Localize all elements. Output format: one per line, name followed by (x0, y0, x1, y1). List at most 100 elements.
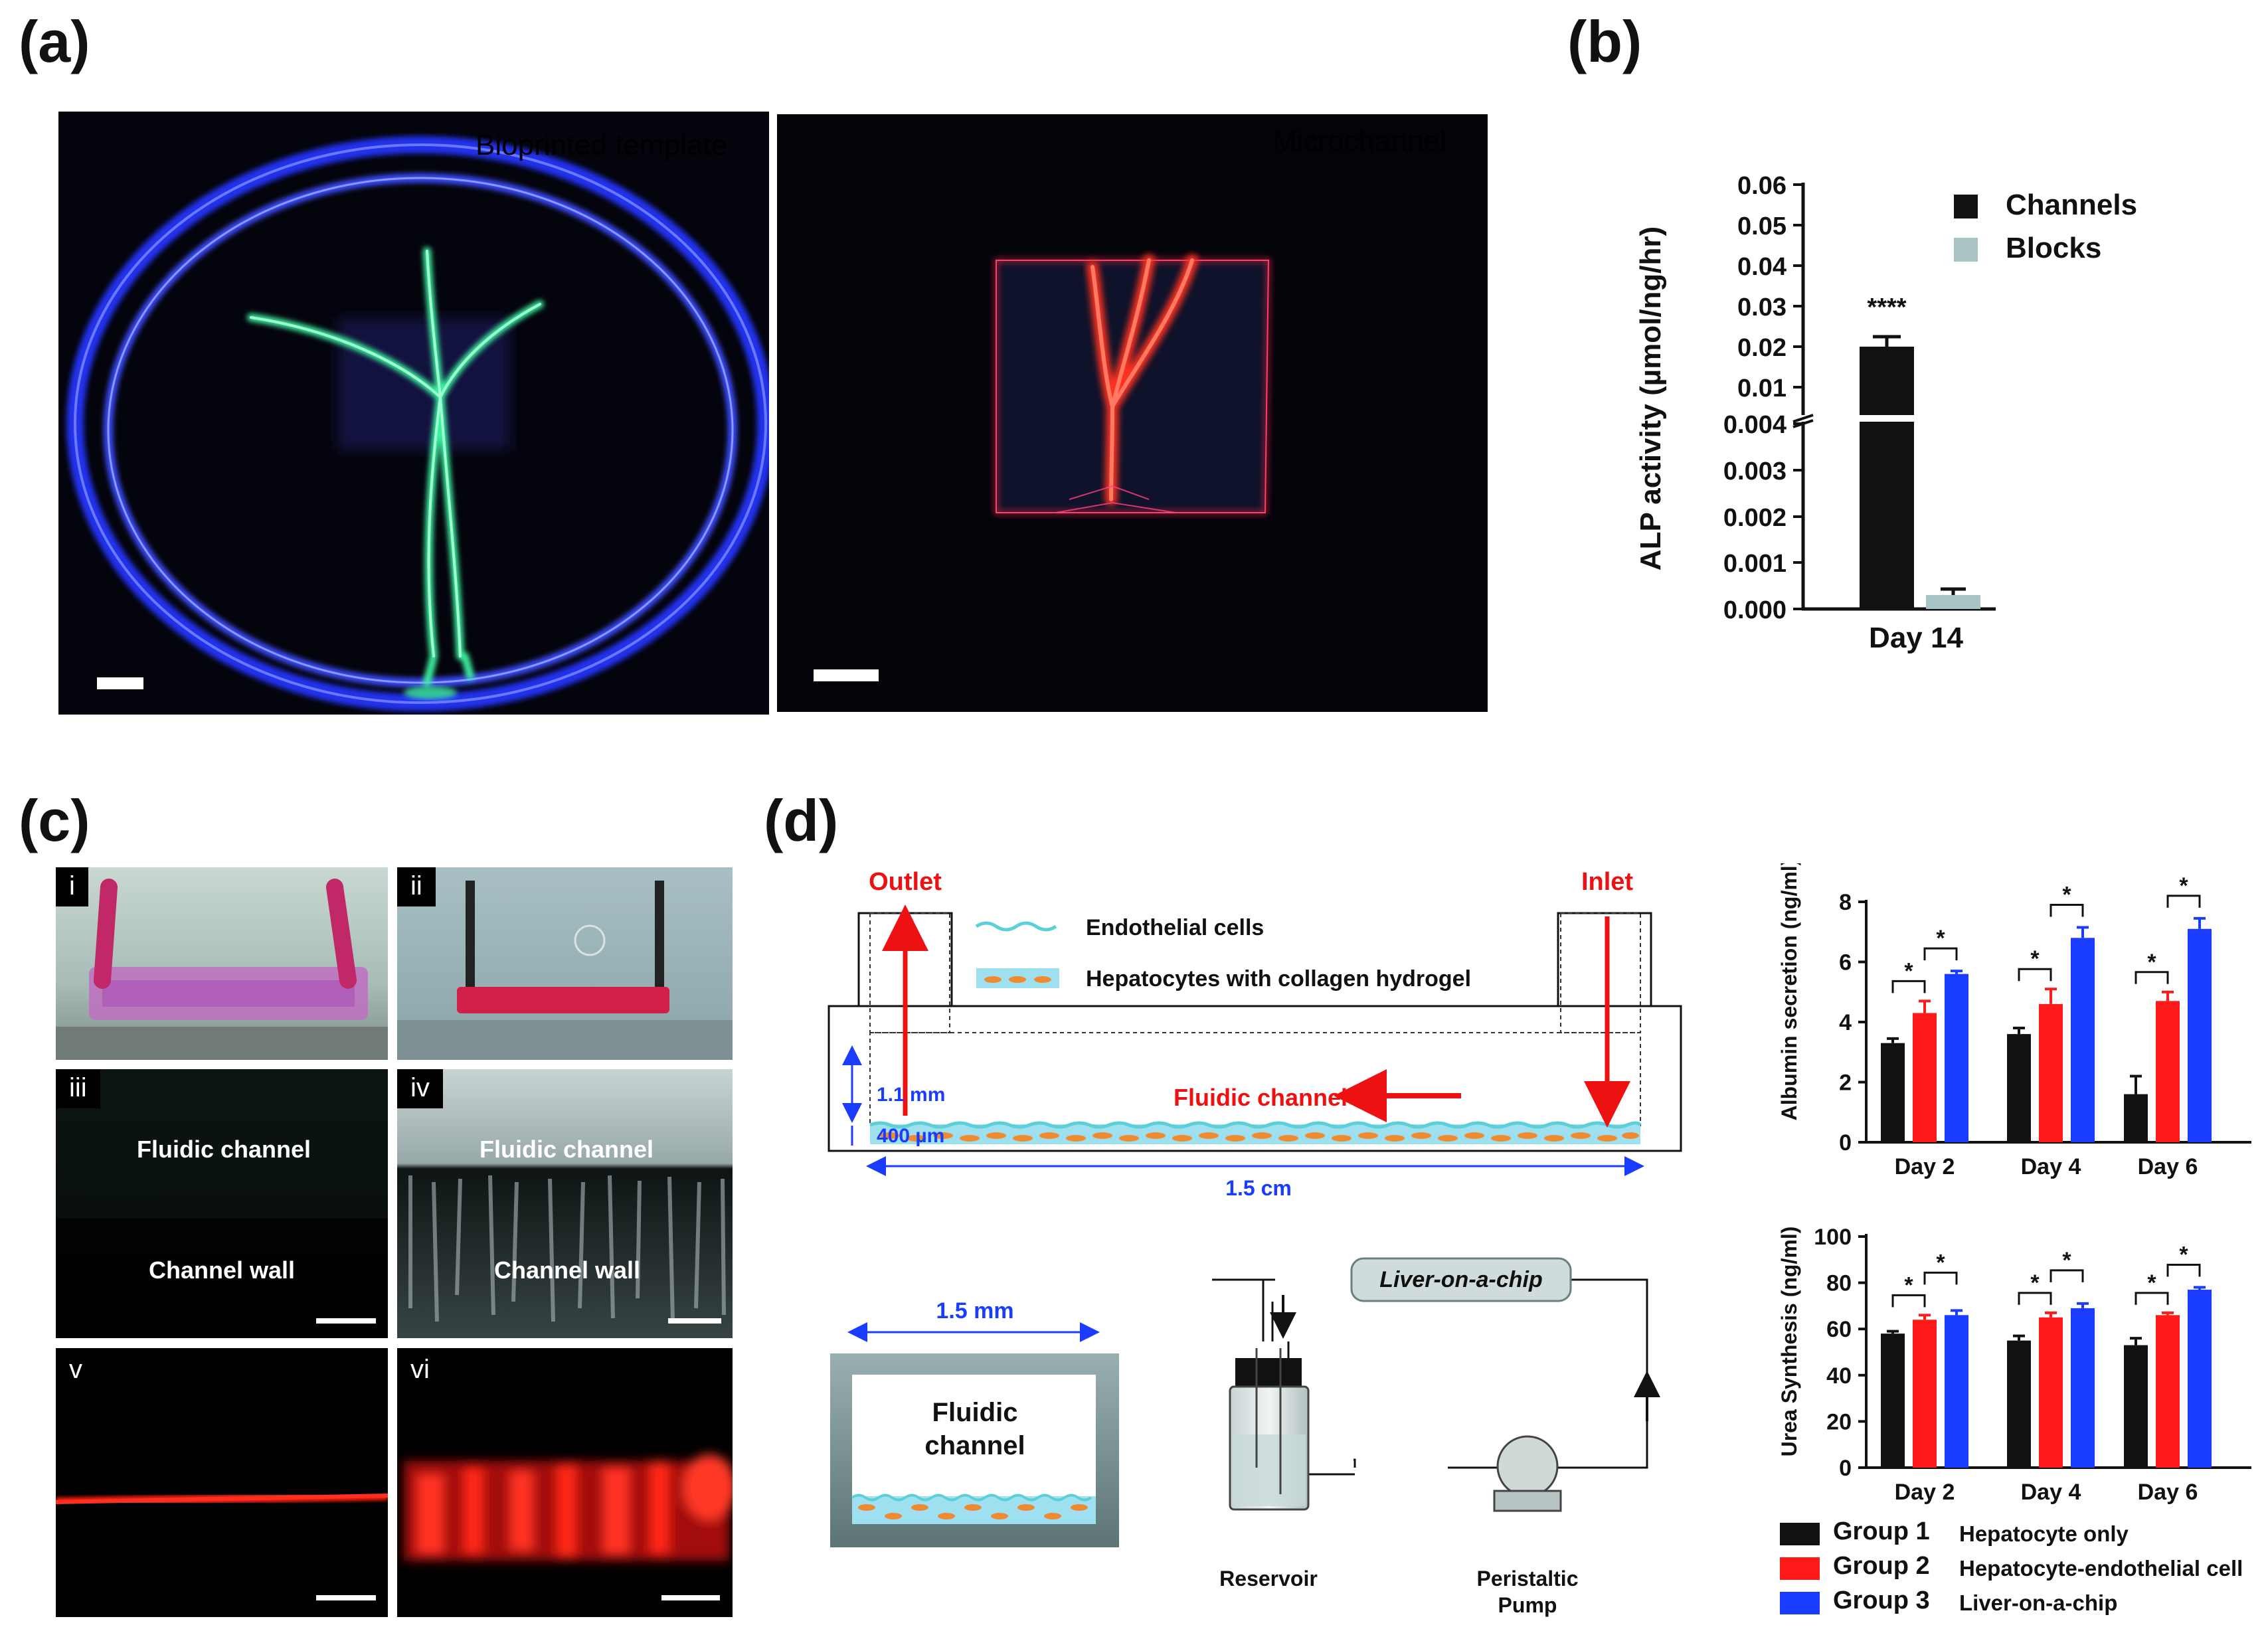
x-tick-label: Day 4 (2021, 1480, 2081, 1505)
y-axis-label: Urea Synthesis (ng/ml) (1777, 1227, 1801, 1457)
significance-bracket (2166, 1264, 2201, 1277)
legend-group2: Group 2 (1833, 1552, 1930, 1580)
microchannel-image (777, 114, 1488, 712)
panel-c-label: (c) (19, 788, 90, 853)
significance-mark: * (2030, 1270, 2040, 1296)
x-tick-label: Day 4 (2021, 1154, 2081, 1179)
inlet-label: Inlet (1581, 868, 1633, 896)
tile-iii-label: iii (56, 1069, 100, 1108)
channel-wall-label: Channel wall (494, 1256, 641, 1284)
reservoir-label: Reservoir (1219, 1567, 1318, 1590)
bar-group-3 (2071, 938, 2095, 1142)
outlet-port (1557, 912, 1652, 1007)
significance-bracket (2018, 968, 2052, 982)
upper-ticks: 0.06 0.05 0.04 0.03 0.02 0.01 (1737, 172, 1803, 402)
legend-swatch-group1 (1780, 1523, 1820, 1545)
tile-i-photo: i (56, 867, 388, 1060)
tick-label: 0.03 (1737, 294, 1787, 321)
tile-vi-image: vi (397, 1348, 733, 1617)
bar-group-3 (2071, 1308, 2095, 1468)
cross-section-title: Fluidic (932, 1398, 1018, 1427)
tick-label: 0.003 (1723, 458, 1787, 485)
y-tick-label: 8 (1839, 890, 1852, 915)
tubing (1448, 1278, 1648, 1469)
bar-group-2 (1913, 1320, 1937, 1468)
length-label: 1.5 cm (1225, 1176, 1292, 1200)
bar-channels-upper (1860, 347, 1914, 415)
layer-label: 400 µm (877, 1125, 944, 1147)
liver-chip-schematic: Outlet Inlet Fluidic channel Endothelial… (828, 868, 1682, 1617)
tile-i-label: i (56, 867, 88, 906)
tile-ii-label: ii (397, 867, 436, 906)
channel-wall-label: Channel wall (149, 1256, 296, 1284)
significance-mark: **** (1867, 294, 1906, 321)
legend-desc2: Hepatocyte-endothelial cell (1959, 1556, 2243, 1581)
tile-iv-label: iv (397, 1069, 443, 1108)
significance-mark: * (1936, 1250, 1945, 1275)
legend-group1: Group 1 (1833, 1517, 1930, 1545)
significance-mark: * (1904, 1272, 1913, 1298)
tick-label: 0.004 (1723, 411, 1787, 439)
tick-label: 0.06 (1737, 172, 1787, 200)
significance-mark: * (2147, 950, 2156, 975)
significance-mark: * (2179, 873, 2188, 899)
legend-desc1: Hepatocyte only (1959, 1521, 2129, 1546)
tubing (1353, 1458, 1356, 1468)
alp-activity-chart: ALP activity (µmol/ng/hr) 0.06 0.05 0.04… (1634, 172, 2137, 654)
y-tick-label: 80 (1826, 1271, 1852, 1296)
legend-group3: Group 3 (1833, 1587, 1930, 1614)
lower-ticks: 0.004 0.003 0.002 0.001 0.000 (1723, 411, 1803, 624)
scale-bar (316, 1595, 376, 1600)
y-tick-label: 100 (1814, 1225, 1852, 1250)
bioprinted-template-caption: Bioprinted template (476, 129, 728, 161)
liver-chip-box (1350, 1257, 1572, 1302)
bar-group-1 (1881, 1333, 1905, 1468)
tick-label: 0.01 (1737, 375, 1787, 402)
tile-vi-label: vi (410, 1355, 430, 1384)
legend-label-blocks: Blocks (2006, 232, 2101, 264)
bar-group-3 (1945, 974, 1968, 1142)
significance-bracket (2166, 895, 2201, 908)
tick-label: 0.000 (1723, 596, 1787, 624)
bioprinted-template-image (58, 112, 769, 715)
significance-mark: * (2147, 1270, 2156, 1296)
x-tick-label: Day 6 (2138, 1154, 2198, 1179)
y-tick-label: 2 (1839, 1071, 1852, 1096)
tick-label: 0.04 (1737, 253, 1787, 281)
legend-swatch-blocks (1954, 238, 1978, 262)
significance-bracket (1923, 1271, 1958, 1285)
bar-group-1 (2124, 1094, 2148, 1142)
significance-bracket (2135, 1292, 2169, 1305)
scale-bar (661, 1595, 720, 1600)
significance-bracket (2050, 1269, 2084, 1282)
height-label: 1.1 mm (877, 1084, 945, 1106)
bar-group-1 (1881, 1043, 1905, 1142)
reservoir-cap (1235, 1358, 1302, 1388)
peristaltic-pump (1496, 1435, 1559, 1498)
y-tick-label: 6 (1839, 950, 1852, 976)
legend-swatch-group3 (1780, 1592, 1820, 1614)
tick-label: 0.02 (1737, 334, 1787, 362)
significance-mark: * (2062, 1248, 2071, 1273)
y-axis-label: Albumin secretion (ng/ml) (1777, 863, 1801, 1120)
microchannel-caption: Microchannel (1272, 125, 1446, 157)
y-tick-label: 0 (1839, 1456, 1852, 1481)
legend-swatch-channels (1954, 195, 1978, 218)
significance-bracket (1891, 1294, 1926, 1308)
tick-label: 0.05 (1737, 213, 1787, 240)
scale-bar (97, 677, 143, 689)
tile-v-label: v (69, 1355, 82, 1384)
bar-group-2 (2039, 1317, 2063, 1468)
y-axis-label: ALP activity (µmol/ng/hr) (1634, 226, 1667, 570)
bar-group-3 (2188, 1290, 2212, 1468)
significance-bracket (1891, 980, 1926, 993)
significance-mark: * (2030, 946, 2040, 972)
outlet-label: Outlet (869, 868, 942, 896)
scale-bar (814, 669, 879, 681)
tile-iii-image: iii Fluidic channel Channel wall (56, 1069, 388, 1338)
hepatocyte-legend: Hepatocytes with collagen hydrogel (1086, 966, 1471, 991)
bar-blocks (1926, 595, 1980, 609)
axis-break-mark (1792, 414, 1814, 423)
y-tick-label: 60 (1826, 1317, 1852, 1342)
